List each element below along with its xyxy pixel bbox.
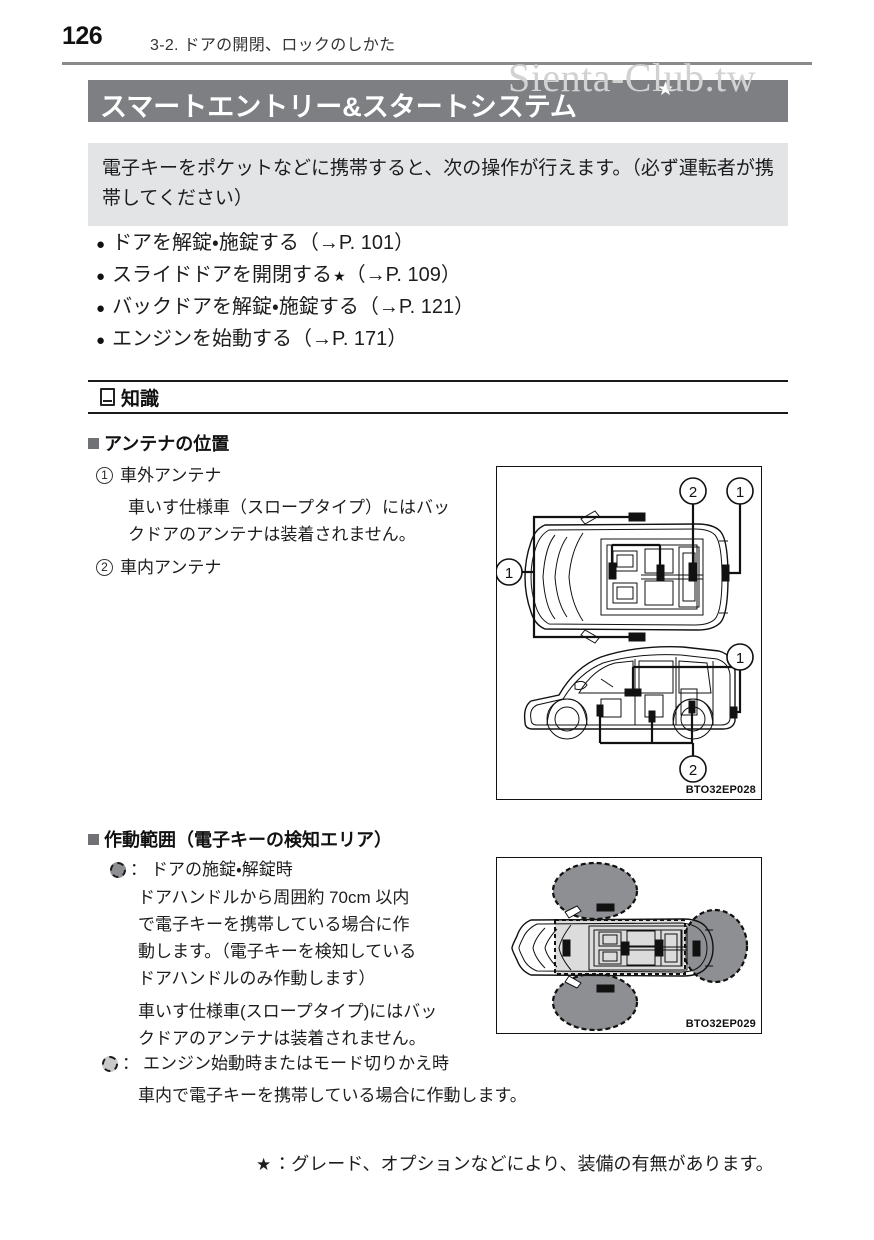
list-item-label: スライドドアを開閉する [112, 264, 333, 286]
book-icon [100, 388, 115, 406]
figure-detection-area: BTO32EP029 [496, 857, 762, 1034]
breadcrumb: 3-2. ドアの開閉、ロックのしかた [150, 37, 396, 54]
list-item-suffix: （→P. 109） [345, 264, 461, 286]
square-bullet-icon [88, 833, 99, 845]
figure-antenna-locations: 2 1 1 [495, 466, 762, 800]
knowledge-label: 知識 [121, 388, 160, 410]
svg-text:1: 1 [736, 484, 744, 501]
detection-zone-outer [551, 861, 749, 1032]
antenna-diagram-svg: 2 1 1 [495, 477, 754, 783]
legend-colon: ： [122, 1054, 139, 1073]
legend1-note-line-2: クドアのアンテナは装着されません。 [138, 1029, 426, 1048]
detection-area-svg [511, 861, 749, 1032]
page-number: 126 [62, 22, 103, 50]
bullet-dot-icon: ● [96, 236, 106, 253]
intro-box: 電子キーをポケットなどに携帯すると、次の操作が行えます。（必ず運転者が携帯してく… [88, 143, 788, 226]
legend1-body-line-4: ドアハンドルのみ作動します） [138, 969, 376, 988]
subsection-heading-antenna: アンテナの位置 [88, 430, 229, 456]
svg-text:1: 1 [736, 650, 744, 667]
bullet-dot-icon: ● [96, 300, 106, 317]
svg-text:1: 1 [505, 565, 513, 582]
callout-side-1: 1 [726, 643, 754, 671]
title-star-icon: ★ [657, 79, 675, 100]
list-item-label: 車内アンテナ [120, 558, 222, 577]
intro-text: 電子キーをポケットなどに携帯すると、次の操作が行えます。（必ず運転者が携帯してく… [102, 158, 774, 209]
footnote-text: ：グレード、オプションなどにより、装備の有無があります。 [273, 1154, 774, 1174]
detection-zone-dot-icon [102, 1056, 118, 1072]
header-rule [62, 62, 812, 65]
list-item: 1 車外アンテナ [96, 462, 486, 489]
list-item-label: 車外アンテナ [120, 466, 222, 485]
legend-colon: ： [130, 860, 147, 879]
detection-zone-dot-icon [110, 862, 126, 878]
list-item-label: エンジンを始動する（→P. 171） [112, 328, 408, 350]
list-item: ● スライドドアを開閉する ★ （→P. 109） [96, 260, 796, 292]
figure-caption: BTO32EP029 [685, 1018, 756, 1030]
section-title-bar: スマートエントリー&スタートシステム [88, 80, 788, 122]
legend1-body-line-1: ドアハンドルから周囲約 70cm 以内 [138, 888, 410, 907]
footnote-star-icon: ★ [256, 1155, 272, 1174]
antenna-note-line-1: 車いす仕様車（スロープタイプ）にはバッ [128, 498, 450, 517]
legend1-body-line-2: で電子キーを携帯している場合に作 [138, 915, 410, 934]
legend-label: ドアの施錠・解錠時 [151, 860, 293, 879]
footnote: ★：グレード、オプションなどにより、装備の有無があります。 [256, 1150, 774, 1176]
list-item: ● エンジンを始動する（→P. 171） [96, 324, 796, 356]
range-legend-block-1: ： ドアの施錠・解錠時 ドアハンドルから周囲約 70cm 以内 で電子キーを携帯… [110, 856, 490, 1052]
divider-top [88, 380, 788, 382]
knowledge-section-header: 知識 [88, 380, 788, 414]
list-item: ● ドアを解錠・施錠する（→P. 101） [96, 228, 796, 260]
subsection-heading-label: 作動範囲（電子キーの検知エリア） [104, 830, 392, 850]
page-title: スマートエントリー&スタートシステム [100, 92, 577, 122]
square-bullet-icon [88, 437, 99, 449]
svg-text:2: 2 [689, 762, 697, 779]
legend-item-door: ： ドアの施錠・解錠時 [110, 856, 490, 884]
page-header: 126 3-2. ドアの開閉、ロックのしかた [0, 0, 874, 65]
callout-top-2: 2 [679, 477, 707, 505]
list-item-label: ドアを解錠・施錠する（→P. 101） [112, 232, 415, 254]
legend-label: エンジン始動時またはモード切りかえ時 [143, 1054, 449, 1073]
feature-bullet-list: ● ドアを解錠・施錠する（→P. 101） ● スライドドアを開閉する ★ （→… [96, 228, 796, 356]
callout-number-2: 2 [96, 559, 113, 576]
subsection-heading-range: 作動範囲（電子キーの検知エリア） [88, 826, 392, 852]
subsection-heading-label: アンテナの位置 [104, 434, 230, 454]
list-item-label: バックドアを解錠・施錠する（→P. 121） [112, 296, 475, 318]
list-item: 2 車内アンテナ [96, 554, 486, 581]
star-icon: ★ [333, 268, 346, 284]
callout-top-1-right: 1 [726, 477, 754, 505]
list-item: ● バックドアを解錠・施錠する（→P. 121） [96, 292, 796, 324]
range-legend-block-2: ： エンジン始動時またはモード切りかえ時 車内で電子キーを携帯している場合に作動… [102, 1050, 742, 1109]
callout-number-1: 1 [96, 467, 113, 484]
bullet-dot-icon: ● [96, 332, 106, 349]
figure-caption: BTO32EP028 [685, 784, 756, 796]
antenna-note-line-2: クドアのアンテナは装着されません。 [128, 525, 416, 544]
legend1-body-line-3: 動します。（電子キーを検知している [138, 942, 417, 961]
svg-text:2: 2 [689, 484, 697, 501]
legend1-note-line-1: 車いす仕様車(スロープタイプ)にはバッ [138, 1002, 438, 1021]
legend-item-engine: ： エンジン始動時またはモード切りかえ時 [102, 1050, 742, 1078]
legend2-body-line-1: 車内で電子キーを携帯している場合に作動します。 [138, 1086, 527, 1105]
bullet-dot-icon: ● [96, 268, 106, 285]
divider-bottom [88, 412, 788, 414]
callout-side-2: 2 [679, 755, 707, 783]
callout-top-1-left: 1 [495, 558, 523, 586]
antenna-item-list: 1 車外アンテナ 車いす仕様車（スロープタイプ）にはバッ クドアのアンテナは装着… [96, 462, 486, 581]
